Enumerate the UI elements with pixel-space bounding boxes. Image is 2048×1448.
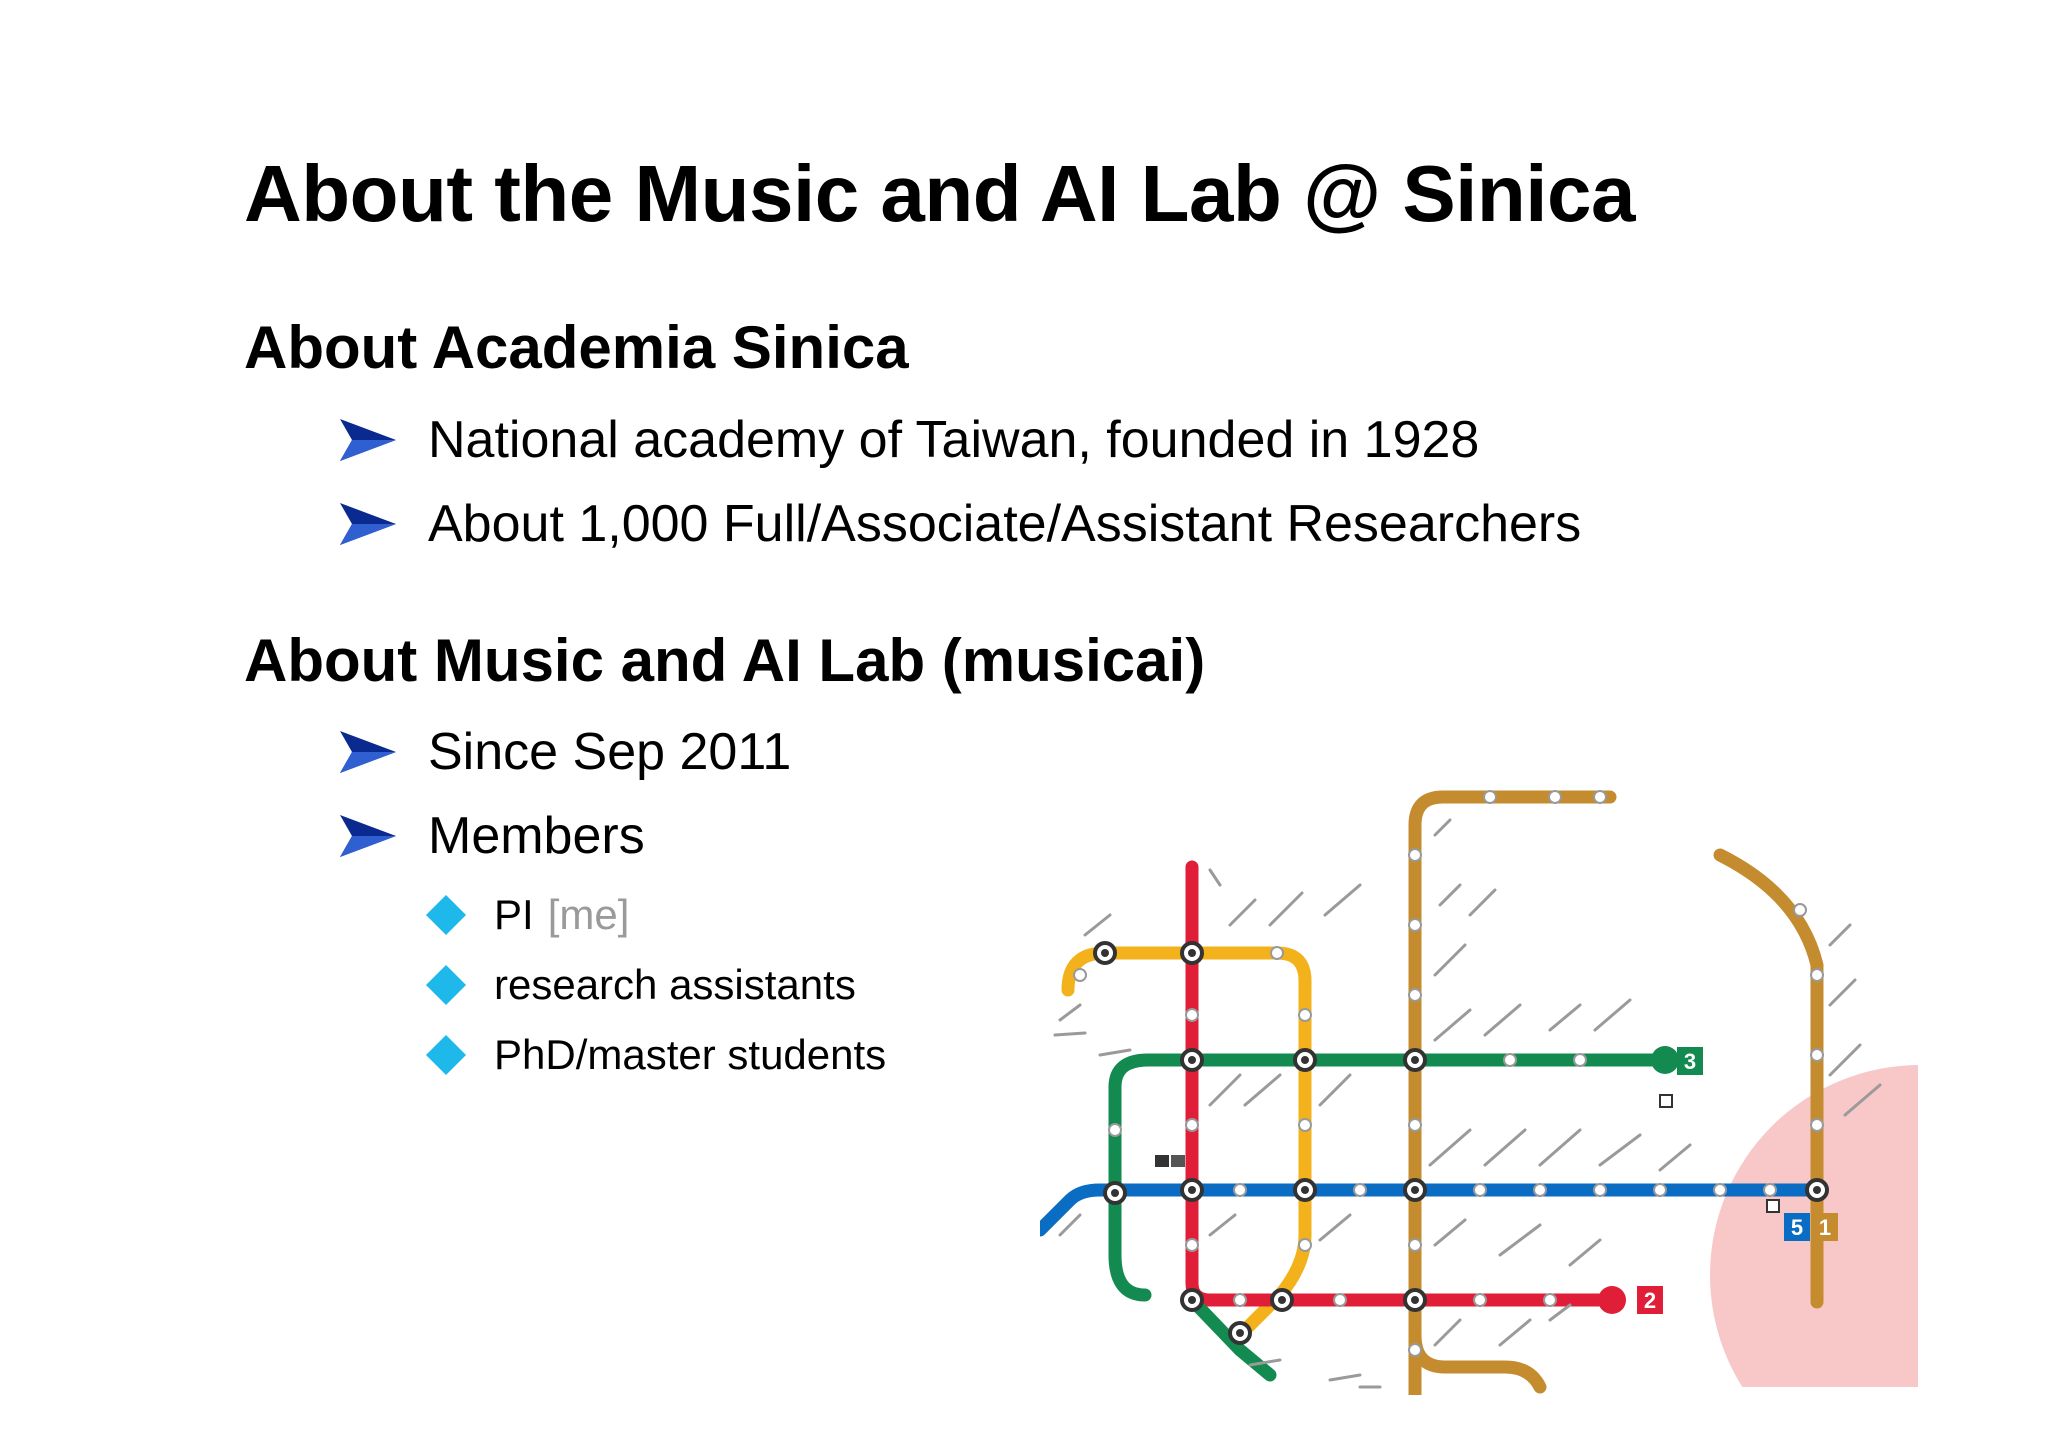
line-badge-3: 3 <box>1677 1047 1703 1075</box>
slide-title: About the Music and AI Lab @ Sinica <box>244 149 1635 238</box>
regular-stations <box>1073 790 1824 1357</box>
diamond-icon <box>426 1035 466 1075</box>
taipei-metro-map-image: 3 2 5 1 <box>1040 775 1920 1395</box>
metro-line-yellow <box>1061 946 1312 1342</box>
arrow-right-icon <box>340 815 396 857</box>
arrow-right-icon <box>340 503 396 545</box>
music-ai-lab-bullet-list: Since Sep 2011 Members <box>336 710 791 878</box>
bullet-text: About 1,000 Full/Associate/Assistant Res… <box>428 495 1582 553</box>
list-item: National academy of Taiwan, founded in 1… <box>336 398 1581 482</box>
member-item: research assistants <box>494 961 856 1008</box>
list-item: research assistants <box>424 950 886 1020</box>
arrow-right-icon <box>340 731 396 773</box>
svg-text:1: 1 <box>1819 1215 1831 1240</box>
bullet-text: National academy of Taiwan, founded in 1… <box>428 411 1480 469</box>
member-item: PhD/master students <box>494 1031 887 1078</box>
interchange-dots <box>1101 949 1821 1337</box>
station-symbol-icon <box>1659 1094 1673 1108</box>
line-badge-5: 5 <box>1784 1213 1810 1241</box>
list-item: PI [me] <box>424 880 886 950</box>
line-badge-2: 2 <box>1637 1286 1663 1314</box>
list-item: PhD/master students <box>424 1020 886 1090</box>
metro-line-green <box>1108 1053 1669 1302</box>
section-heading-music-ai-lab: About Music and AI Lab (musicai) <box>244 627 1206 694</box>
metro-line-blue <box>1040 1183 1824 1237</box>
line-badge-1: 1 <box>1812 1213 1838 1241</box>
svg-text:3: 3 <box>1684 1049 1696 1074</box>
metro-line-brown <box>1408 790 1824 1395</box>
svg-text:2: 2 <box>1644 1288 1656 1313</box>
station-symbol-icon <box>1155 1155 1169 1167</box>
member-pi-label: PI <box>494 891 534 938</box>
section-heading-academia-sinica: About Academia Sinica <box>244 314 909 381</box>
members-sub-list: PI [me] research assistants PhD/master s… <box>424 880 886 1090</box>
station-symbol-icon <box>1766 1199 1780 1213</box>
member-pi-note: [me] <box>547 891 630 938</box>
station-symbol-icon <box>1171 1155 1185 1167</box>
bullet-text: Since Sep 2011 <box>428 723 792 781</box>
list-item: About 1,000 Full/Associate/Assistant Res… <box>336 482 1581 566</box>
diamond-icon <box>426 895 466 935</box>
svg-text:5: 5 <box>1791 1215 1803 1240</box>
list-item: Since Sep 2011 <box>336 710 791 794</box>
diamond-icon <box>426 965 466 1005</box>
arrow-right-icon <box>340 419 396 461</box>
bullet-text: Members <box>428 807 645 865</box>
list-item: Members <box>336 794 791 878</box>
academia-sinica-bullet-list: National academy of Taiwan, founded in 1… <box>336 398 1581 566</box>
station-labels-decoration <box>1053 818 1882 1389</box>
